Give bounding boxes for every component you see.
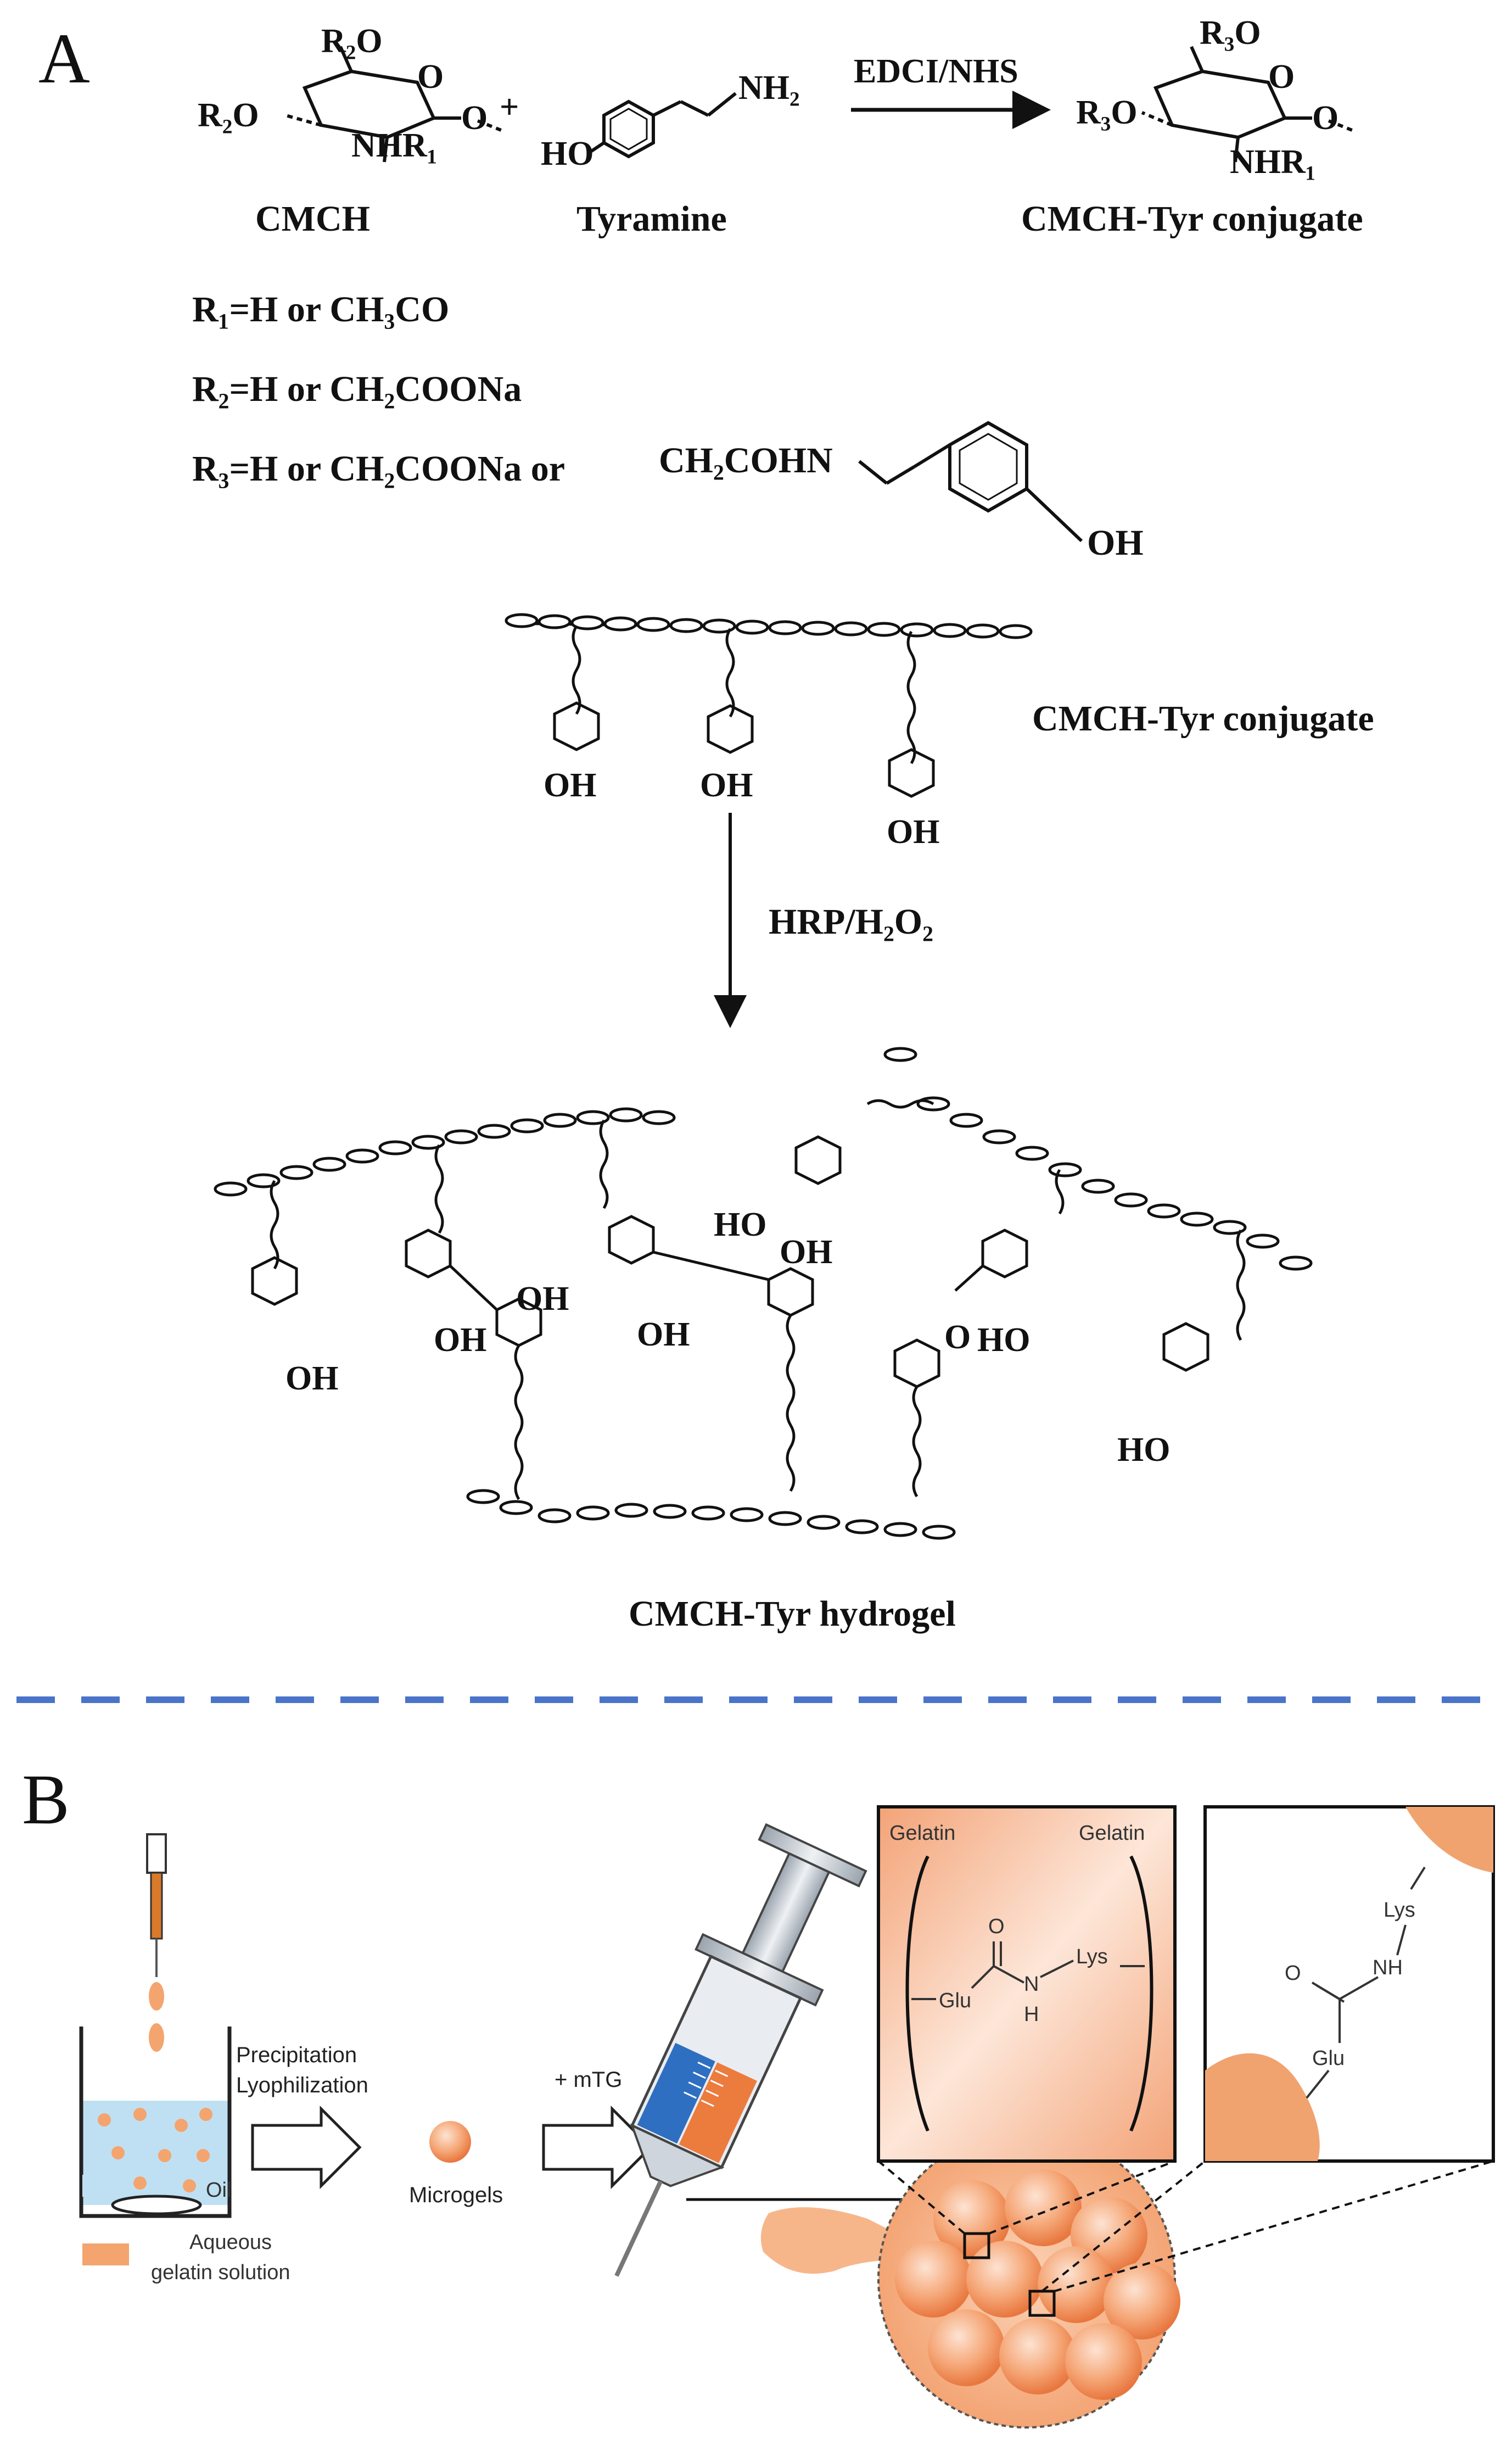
prod-o-link: O bbox=[1312, 99, 1339, 137]
panel-b: B bbox=[22, 1760, 1495, 2429]
process-arrow-2 bbox=[542, 2105, 653, 2190]
plus-sign: + bbox=[500, 88, 519, 126]
gel-oh-2: OH bbox=[434, 1321, 486, 1359]
box2-glu: Glu bbox=[1312, 2047, 1345, 2070]
dropping-needle bbox=[146, 1833, 167, 2052]
r3-phenyl bbox=[858, 421, 1083, 543]
cmch-o-ring: O bbox=[417, 58, 444, 96]
def-r1: R₁=H or CH₃CO bbox=[192, 289, 449, 330]
legend-gelatin-label-2: gelatin solution bbox=[151, 2261, 290, 2284]
cmch-r2o-left: R₂O bbox=[198, 97, 259, 134]
panel-a-label: A bbox=[38, 19, 90, 98]
gel-oh-3: OH bbox=[516, 1280, 569, 1318]
panel-a: A R₂O R₂O O O NHR₁ CMCH + NH₂ HO Tyramin… bbox=[38, 14, 1374, 1634]
legend-gelatin-swatch bbox=[82, 2243, 129, 2265]
conjugate-name: CMCH-Tyr conjugate bbox=[1021, 199, 1363, 239]
tyramine-name: Tyramine bbox=[576, 199, 727, 239]
gel-o: O bbox=[944, 1319, 971, 1356]
legend-gelatin-label-1: Aqueous bbox=[189, 2231, 272, 2254]
gelatin-right-label: Gelatin bbox=[1079, 1822, 1145, 1845]
cmch-structure bbox=[285, 46, 506, 163]
zoom-box-gelatin bbox=[877, 1805, 1177, 2163]
microgels-label: Microgels bbox=[409, 2183, 503, 2207]
cmch-o-link: O bbox=[461, 99, 488, 137]
gel-oh-4: OH bbox=[637, 1316, 690, 1353]
gelatin-left-label: Gelatin bbox=[889, 1822, 955, 1845]
prod-r3o-left: R₃O bbox=[1076, 94, 1138, 131]
prod-r3o-top: R₃O bbox=[1200, 14, 1261, 52]
gel-ho-1: HO bbox=[714, 1206, 766, 1243]
box2-nh: NH bbox=[1373, 1956, 1403, 1979]
reagent-label: EDCI/NHS bbox=[854, 53, 1018, 90]
box1-lys: Lys bbox=[1076, 1945, 1108, 1968]
def-r2: R₂=H or CH₂COONa bbox=[192, 369, 522, 409]
tyramine-structure bbox=[586, 92, 737, 159]
box1-n: N bbox=[1024, 1973, 1039, 1996]
step-lyophilization: Lyophilization bbox=[236, 2073, 368, 2097]
hydrogel-label: CMCH-Tyr hydrogel bbox=[629, 1594, 956, 1634]
prod-o-ring: O bbox=[1268, 58, 1295, 96]
r3-oh: OH bbox=[1087, 523, 1144, 563]
def-r3: R₃=H or CH₂COONa or bbox=[192, 449, 565, 489]
gel-ho-2: HO bbox=[977, 1321, 1030, 1359]
gel-oh-1: OH bbox=[285, 1360, 338, 1397]
process-arrow-1 bbox=[251, 2105, 362, 2190]
legend-oil-label: Oil bbox=[206, 2179, 231, 2202]
legend-oil-swatch bbox=[82, 2175, 129, 2197]
def-r3-group: CH₂COHN bbox=[659, 440, 833, 481]
gel-ho-3: HO bbox=[1117, 1431, 1170, 1469]
zoom-box-interface bbox=[1203, 1805, 1495, 2163]
box2-lys: Lys bbox=[1384, 1899, 1415, 1922]
box2-o: O bbox=[1285, 1962, 1301, 1985]
conj-oh-3: OH bbox=[887, 813, 939, 851]
box1-glu: Glu bbox=[939, 1989, 971, 2012]
prod-nhr1: NHR₁ bbox=[1230, 143, 1315, 181]
cmch-r2o-top: R₂O bbox=[321, 23, 383, 60]
zoom-lines bbox=[877, 2160, 1494, 2292]
cmch-nhr1: NHR₁ bbox=[351, 127, 437, 164]
panel-b-label: B bbox=[22, 1760, 70, 1839]
gel-oh-5: OH bbox=[780, 1233, 832, 1271]
hydrogel-network bbox=[214, 1047, 1313, 1540]
cmch-name: CMCH bbox=[255, 199, 370, 239]
microgel-bead bbox=[429, 2121, 471, 2163]
product-structure bbox=[1141, 46, 1357, 163]
step-precipitation: Precipitation bbox=[236, 2043, 357, 2067]
tyr-ho: HO bbox=[541, 135, 593, 172]
conj-oh-2: OH bbox=[700, 767, 753, 804]
box1-h: H bbox=[1024, 2003, 1039, 2026]
conjugate-label: CMCH-Tyr conjugate bbox=[1032, 699, 1374, 739]
enzyme-label: HRP/H₂O₂ bbox=[769, 902, 933, 942]
box1-o: O bbox=[988, 1915, 1005, 1938]
syringe bbox=[614, 1823, 867, 2277]
mtg-label: + mTG bbox=[555, 2068, 622, 2092]
packed-microgels bbox=[877, 2130, 1180, 2429]
conj-oh-1: OH bbox=[544, 767, 596, 804]
tyr-nh2: NH₂ bbox=[738, 69, 800, 107]
conjugate-chain bbox=[505, 613, 1033, 798]
